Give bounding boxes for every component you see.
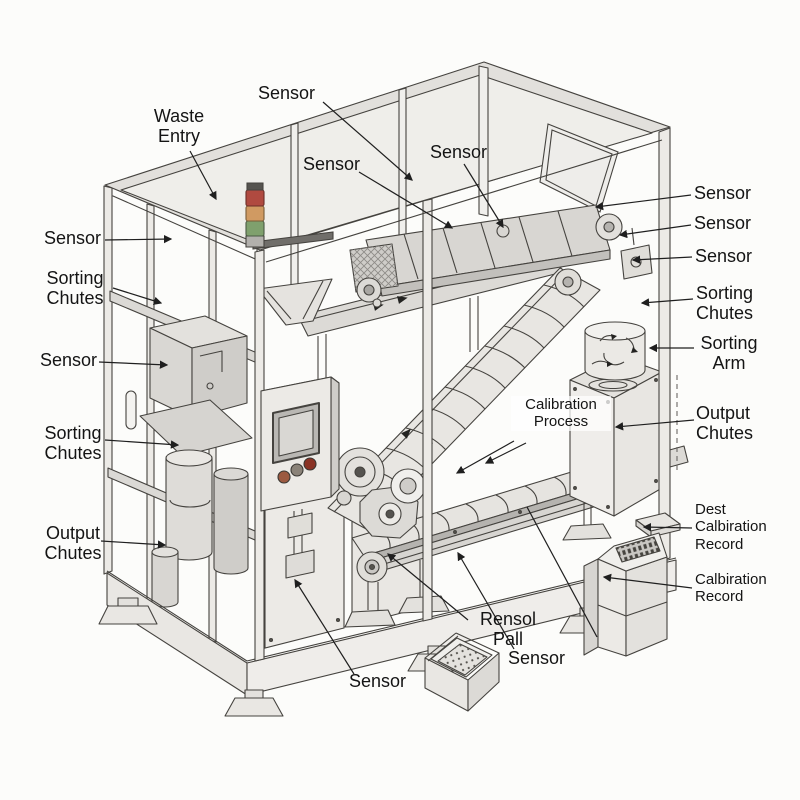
label-sorting-chutes-left-1: Sorting Chutes: [46, 268, 104, 309]
side-sensor-box: [620, 244, 653, 280]
left-chute-assembly: [139, 315, 253, 608]
label-sensor-top-1: Sensor: [258, 83, 316, 103]
panel-button-3: [303, 457, 317, 471]
label-sensor-bottom-1: Sensor: [349, 671, 407, 691]
signal-tower: [245, 182, 334, 263]
panel-button-2: [290, 463, 304, 477]
control-panel: [260, 376, 340, 579]
callout-leader-lines: [98, 101, 695, 675]
panel-button-1: [277, 470, 291, 484]
label-sensor-top-2: Sensor: [303, 154, 361, 174]
sorting-arm-unit: [584, 321, 646, 381]
label-sensor-right-1: Sensor: [694, 183, 752, 203]
calibration-record-device: [583, 532, 668, 657]
label-sensor-right-3: Sensor: [695, 246, 753, 266]
label-output-chutes-left: Output Chutes: [44, 523, 102, 564]
label-sorting-chutes-right: Sorting Chutes: [696, 283, 754, 324]
tower-light-green: [245, 220, 265, 237]
top-conveyor: [349, 204, 653, 308]
label-sensor-left-1: Sensor: [44, 228, 102, 248]
label-calibration-record: Calbiration Record: [695, 571, 767, 606]
label-output-chutes-right: Output Chutes: [696, 403, 754, 444]
infeed-funnel: [257, 278, 333, 326]
label-rensol-pall: Rensol Pall: [479, 609, 537, 650]
label-sensor-top-3: Sensor: [430, 142, 488, 162]
inclined-conveyor: [327, 267, 601, 539]
label-sensor-bottom-2: Sensor: [508, 648, 566, 668]
cabinet-frame-front: [125, 127, 678, 662]
label-sorting-arm: Sorting Arm: [700, 333, 758, 374]
door-handle: [125, 390, 137, 430]
collection-bin: [424, 632, 500, 712]
record-cable-line: [526, 506, 598, 638]
tower-light-amber: [245, 205, 265, 222]
label-waste-entry: Waste Entry: [153, 106, 205, 147]
label-calibration-process: Calibration Process: [511, 396, 611, 431]
label-sorting-chutes-left-2: Sorting Chutes: [44, 423, 102, 464]
label-sensor-right-2: Sensor: [694, 213, 752, 233]
tower-light-red: [245, 189, 265, 207]
label-dest-calibration-record: Dest Calbiration Record: [695, 501, 767, 553]
label-sensor-left-2: Sensor: [40, 350, 98, 370]
